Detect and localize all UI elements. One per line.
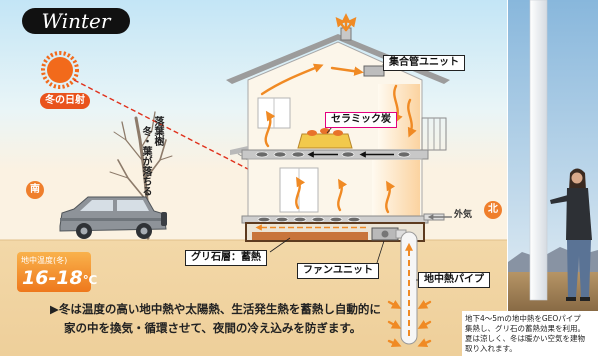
fan-unit-label: ファンユニット <box>297 263 379 279</box>
gravel-layer <box>252 232 368 240</box>
sun-label: 冬の日射 <box>40 93 90 109</box>
sun-icon <box>41 51 79 89</box>
ceramic-charcoal-label: セラミック炭 <box>325 112 397 128</box>
ceramic-charcoal-basket <box>297 128 353 149</box>
first-floor-right-glow <box>372 160 420 216</box>
gravel-layer-label: グリ石層：蓄熱 <box>185 250 267 266</box>
tree-note: 冬・葉が落ちる <box>140 126 151 196</box>
ground-temperature-value: 16-18℃ <box>22 267 98 289</box>
photo-note-line-1: 地下4〜5mの地中熱をGEOパイプ <box>465 314 581 323</box>
person <box>550 168 592 301</box>
heat-flow-arrows <box>260 13 432 348</box>
geo-pipe-label: 地中熱パイプ <box>418 272 490 288</box>
ground-temperature-label: 地中温度(冬) <box>21 256 68 265</box>
photo-note-line-2: 集熱し、グリ石の蓄熱効果を利用。 <box>465 324 585 333</box>
caption-line-1: ▶冬は温度の高い地中熱や太陽熱、生活発生熱を蓄熱し自動的に <box>50 302 381 316</box>
geothermal-pipe <box>395 229 418 345</box>
floor-vents-upper <box>255 151 411 158</box>
compass-south: 南 <box>26 181 44 199</box>
caption-line-2: 家の中を換気・循環させて、夜間の冷え込みを防ぎます。 <box>64 321 362 335</box>
ground-temperature-badge: 地中温度(冬) 16-18℃ <box>17 252 97 292</box>
manifold-unit-label: 集合管ユニット <box>383 55 465 71</box>
tree-name: 落葉樹 <box>152 116 163 146</box>
car-icon <box>59 196 167 239</box>
balcony <box>421 117 447 151</box>
compass-north: 北 <box>484 201 502 219</box>
title-badge: Winter <box>22 8 130 34</box>
house <box>226 27 452 242</box>
photo-note: 地下4〜5mの地中熱をGEOパイプ 集熱し、グリ石の蓄熱効果を利用。 夏は涼しく… <box>462 311 598 356</box>
outside-air-duct <box>423 213 452 221</box>
site-photo <box>508 0 598 312</box>
photo-note-line-3: 夏は涼しく、冬は暖かい空気を建物 <box>465 334 585 343</box>
photo-note-line-4: 取り入れます。 <box>465 344 517 353</box>
manifold-unit-icon <box>363 65 385 77</box>
floor-vents-lower <box>257 217 361 223</box>
ground-temperature-unit: ℃ <box>82 273 98 287</box>
fan-unit-icon <box>371 227 399 241</box>
outside-air-label: 外気 <box>454 210 473 220</box>
geo-pipe-pole <box>529 0 548 301</box>
